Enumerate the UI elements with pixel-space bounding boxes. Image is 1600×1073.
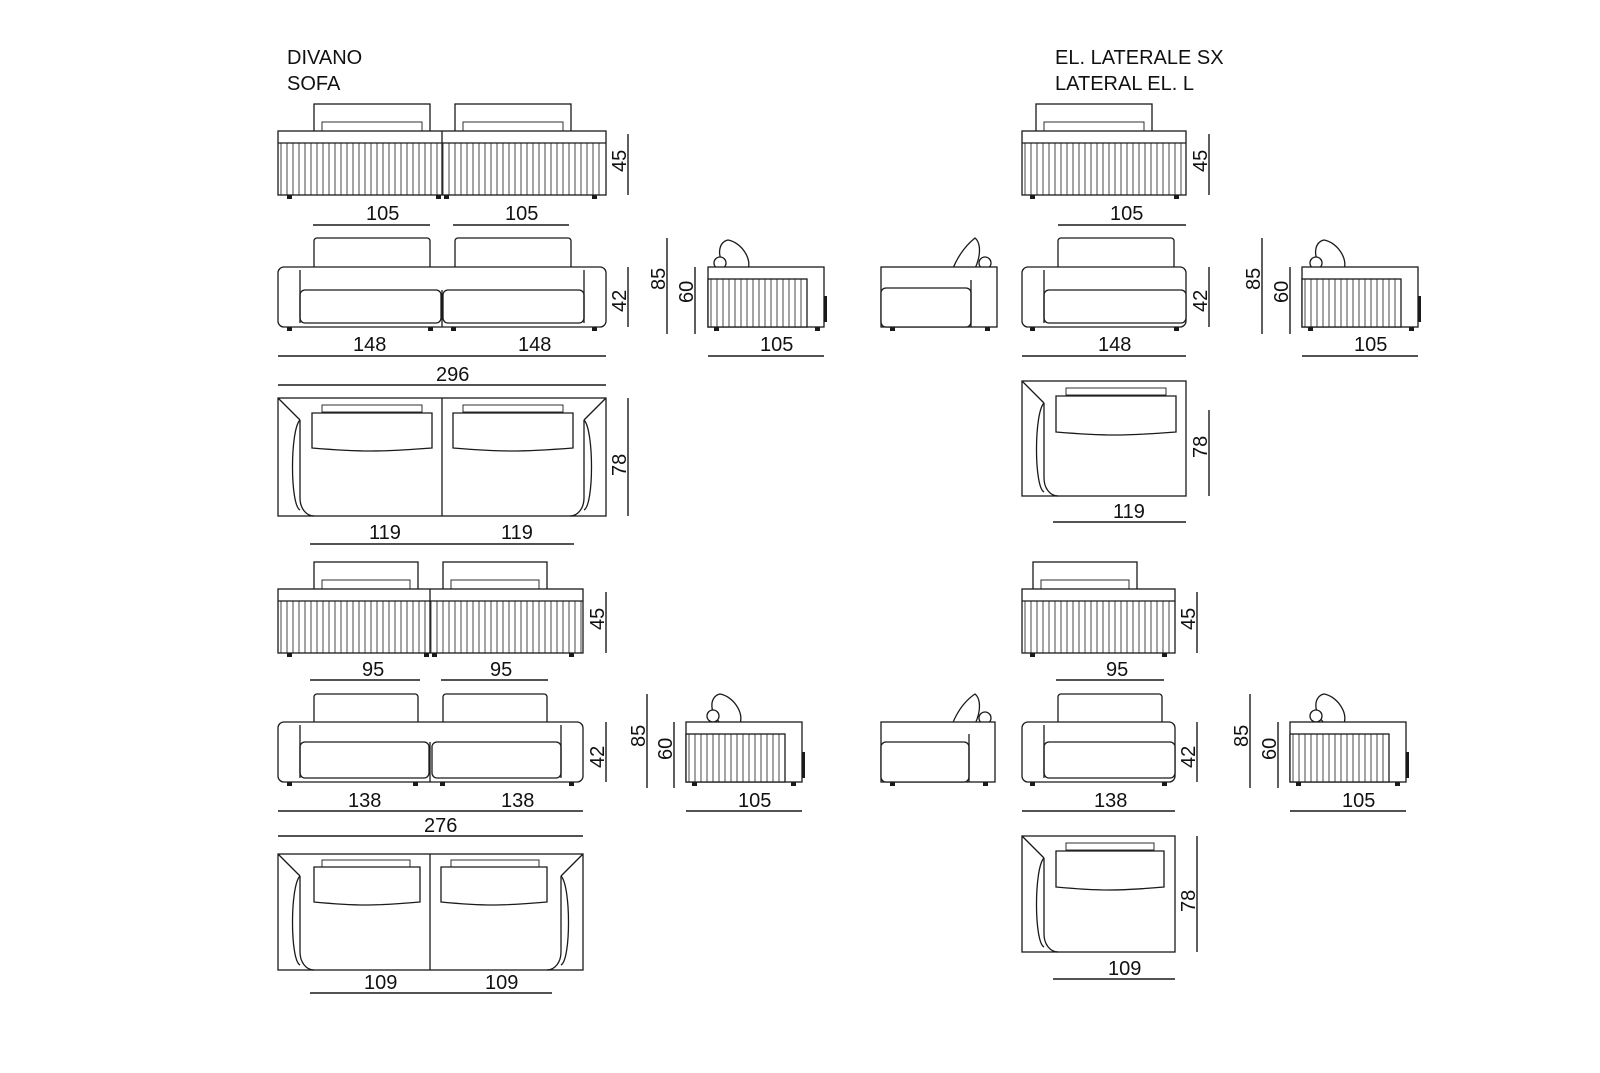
sofa-large-side-view bbox=[707, 239, 827, 331]
dim-backrest-height: 45 bbox=[1178, 608, 1200, 630]
dim-total-height: 85 bbox=[1231, 725, 1253, 747]
dim-top-depth: 78 bbox=[609, 454, 631, 476]
lateral-small-top-view bbox=[1021, 835, 1176, 953]
dim-seat-height: 42 bbox=[1190, 290, 1212, 312]
dim-seat-width: 148 bbox=[1098, 334, 1131, 356]
lateral-large-back-dimensions: 45 105 bbox=[1058, 134, 1212, 226]
dim-top-seat-width-2: 109 bbox=[485, 972, 518, 994]
dim-seat-width-2: 138 bbox=[501, 790, 534, 812]
dim-backrest-width-1: 105 bbox=[366, 203, 399, 225]
lateral-large-side-view-left bbox=[880, 237, 998, 331]
lateral-small-back-view bbox=[1021, 561, 1176, 657]
dim-top-width: 119 bbox=[1113, 501, 1145, 523]
dim-seat-height: 42 bbox=[1178, 746, 1200, 768]
lateral-small-top-dimensions: 78 109 bbox=[1053, 836, 1200, 980]
dim-depth: 105 bbox=[738, 790, 771, 812]
dim-seat-width: 138 bbox=[1094, 790, 1127, 812]
sofa-large-top-dimensions: 78 119 119 bbox=[310, 398, 631, 545]
sofa-small-front-view bbox=[277, 693, 584, 786]
lateral-large-back-view bbox=[1021, 103, 1187, 199]
dim-overall-width: 276 bbox=[424, 815, 457, 837]
dim-total-height: 85 bbox=[648, 268, 670, 290]
dim-seat-width-2: 148 bbox=[518, 334, 551, 356]
lateral-large-front-view bbox=[1021, 237, 1187, 331]
lateral-small-front-dimensions: 42 138 bbox=[1022, 722, 1200, 812]
sofa-small-back-dimensions: 45 95 95 bbox=[310, 592, 609, 681]
lateral-small-front-view bbox=[1021, 693, 1176, 786]
sofa-large-side-dimensions: 85 60 105 bbox=[648, 238, 824, 357]
sofa-large-front-view bbox=[277, 237, 607, 331]
lateral-small-side-view-left bbox=[880, 693, 996, 786]
lateral-large-side-dimensions: 85 60 105 bbox=[1243, 238, 1418, 357]
dim-backrest-width: 105 bbox=[1110, 203, 1143, 225]
dim-seat-height: 42 bbox=[609, 290, 631, 312]
dim-backrest-height: 45 bbox=[587, 608, 609, 630]
lateral-large-front-dimensions: 42 148 bbox=[1022, 267, 1212, 357]
sofa-large-back-view bbox=[277, 103, 607, 199]
dim-seat-width-1: 138 bbox=[348, 790, 381, 812]
dim-depth: 105 bbox=[760, 334, 793, 356]
lateral-large-top-view bbox=[1021, 380, 1187, 497]
dim-total-height: 85 bbox=[628, 725, 650, 747]
dim-backrest-height: 45 bbox=[1190, 150, 1212, 172]
dim-backrest-width-2: 95 bbox=[490, 659, 512, 681]
dim-backrest-top-height: 60 bbox=[1259, 738, 1281, 760]
dim-top-depth: 78 bbox=[1178, 890, 1200, 912]
dim-backrest-height: 45 bbox=[609, 150, 631, 172]
lateral-title-italian: EL. LATERALE SX bbox=[1055, 47, 1224, 69]
lateral-small-side-dimensions: 85 60 105 bbox=[1231, 694, 1406, 812]
lateral-small-side-view-right bbox=[1289, 693, 1409, 786]
dim-total-height: 85 bbox=[1243, 268, 1265, 290]
lateral-title-english: LATERAL EL. L bbox=[1055, 73, 1194, 95]
dim-backrest-top-height: 60 bbox=[655, 738, 677, 760]
dim-top-width: 109 bbox=[1108, 958, 1141, 980]
sofa-large-back-dimensions: 45 105 105 bbox=[313, 134, 631, 226]
dim-backrest-width-2: 105 bbox=[505, 203, 538, 225]
sofa-small-back-view bbox=[277, 561, 584, 657]
dim-top-seat-width-1: 119 bbox=[369, 522, 401, 544]
dim-top-seat-width-1: 109 bbox=[364, 972, 397, 994]
lateral-large-side-view-right bbox=[1301, 239, 1421, 331]
dim-backrest-width: 95 bbox=[1106, 659, 1128, 681]
sofa-small-top-dimensions: 109 109 bbox=[310, 972, 552, 994]
sofa-large-top-view bbox=[277, 397, 607, 517]
sofa-small-top-view bbox=[277, 853, 584, 971]
dim-overall-width: 296 bbox=[436, 364, 469, 386]
dim-depth: 105 bbox=[1354, 334, 1387, 356]
dim-backrest-top-height: 60 bbox=[1271, 281, 1293, 303]
lateral-large-top-dimensions: 78 119 bbox=[1053, 410, 1212, 523]
dim-top-seat-width-2: 119 bbox=[501, 522, 533, 544]
dim-seat-width-1: 148 bbox=[353, 334, 386, 356]
sofa-large-front-dimensions: 42 148 148 296 bbox=[278, 267, 631, 386]
sofa-title-italian: DIVANO bbox=[287, 47, 362, 69]
dim-top-depth: 78 bbox=[1190, 436, 1212, 458]
sofa-small-side-dimensions: 85 60 105 bbox=[628, 694, 802, 812]
dim-backrest-width-1: 95 bbox=[362, 659, 384, 681]
dim-depth: 105 bbox=[1342, 790, 1375, 812]
dim-seat-height: 42 bbox=[587, 746, 609, 768]
sofa-title-english: SOFA bbox=[287, 73, 341, 95]
dim-backrest-top-height: 60 bbox=[676, 281, 698, 303]
sofa-small-front-dimensions: 42 138 138 276 bbox=[278, 722, 609, 837]
lateral-small-back-dimensions: 45 95 bbox=[1056, 592, 1200, 681]
sofa-small-side-view bbox=[685, 693, 805, 786]
